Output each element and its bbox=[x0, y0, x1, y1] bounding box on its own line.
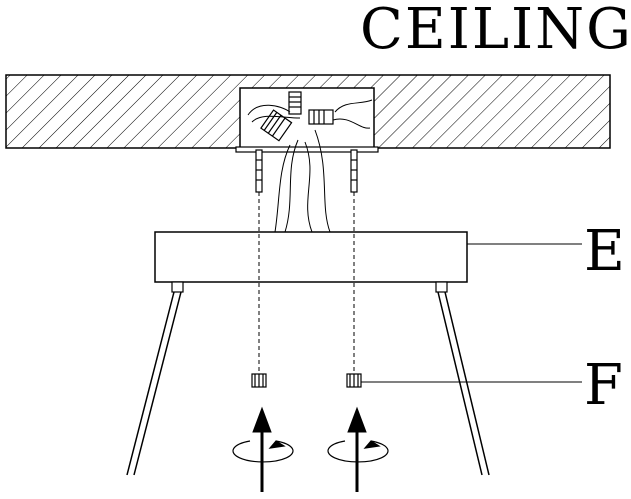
cap-nut-callout-label: F bbox=[584, 353, 623, 418]
suspension-rods bbox=[126, 281, 490, 476]
cap-nuts bbox=[251, 373, 362, 388]
callout-leaders bbox=[361, 243, 582, 383]
rotation-arrows bbox=[232, 440, 389, 463]
wire-connectors bbox=[260, 91, 334, 142]
junction-box bbox=[235, 87, 379, 153]
wires bbox=[247, 99, 373, 233]
upward-arrows bbox=[252, 406, 367, 492]
mounting-rods bbox=[255, 149, 358, 193]
canopy bbox=[154, 231, 468, 283]
ceiling-label: CEILING bbox=[360, 0, 631, 62]
canopy-callout-label: E bbox=[584, 219, 625, 284]
alignment-guides bbox=[258, 192, 355, 372]
